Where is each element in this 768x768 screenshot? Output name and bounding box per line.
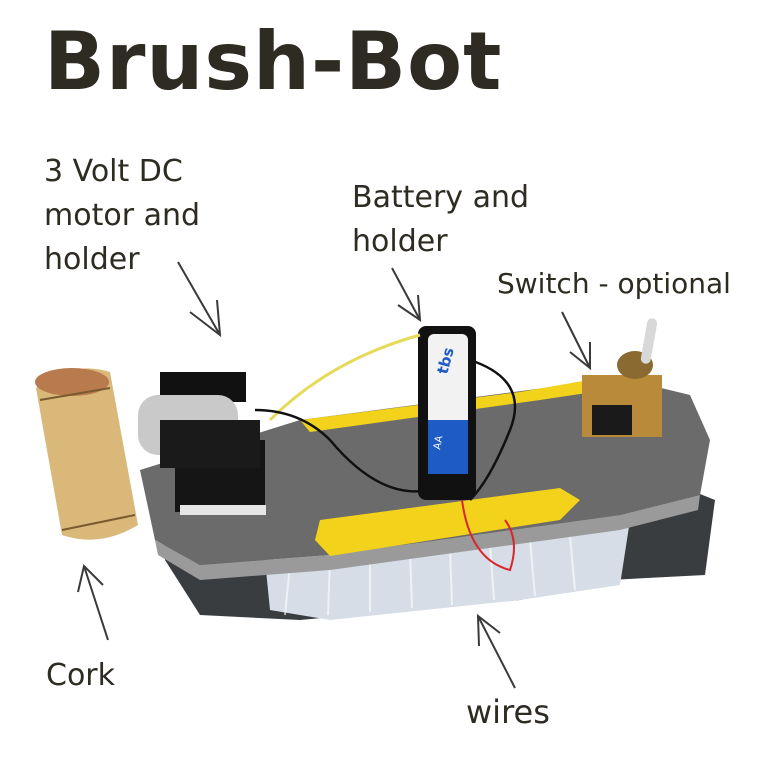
wires <box>254 333 517 572</box>
switch-arrow-icon <box>561 311 591 371</box>
battery-label-line-1: Battery and <box>352 180 530 215</box>
battery-label-line-2: holder <box>352 224 448 259</box>
battery-label: Battery and holder <box>352 176 529 264</box>
battery-holder: tbs AA <box>418 326 476 500</box>
motor-holder <box>138 372 266 515</box>
wires-arrow-icon <box>476 613 516 689</box>
switch-label: Switch - optional <box>497 267 731 300</box>
annotation-arrows <box>77 261 591 689</box>
battery-size: AA <box>432 435 445 451</box>
cork <box>35 368 138 540</box>
wires-label: wires <box>466 693 550 731</box>
cork-label: Cork <box>46 658 116 693</box>
motor-label-line-3: holder <box>44 242 140 277</box>
motor-label-line-2: motor and <box>44 198 201 233</box>
toggle-switch <box>582 318 662 437</box>
battery-arrow-icon <box>391 267 422 323</box>
cork-arrow-icon <box>77 564 109 641</box>
motor-label: 3 Volt DC motor and holder <box>44 150 200 282</box>
motor-label-line-1: 3 Volt DC <box>44 154 183 189</box>
motor-arrow-icon <box>177 261 222 338</box>
page-title: Brush-Bot <box>44 15 503 108</box>
